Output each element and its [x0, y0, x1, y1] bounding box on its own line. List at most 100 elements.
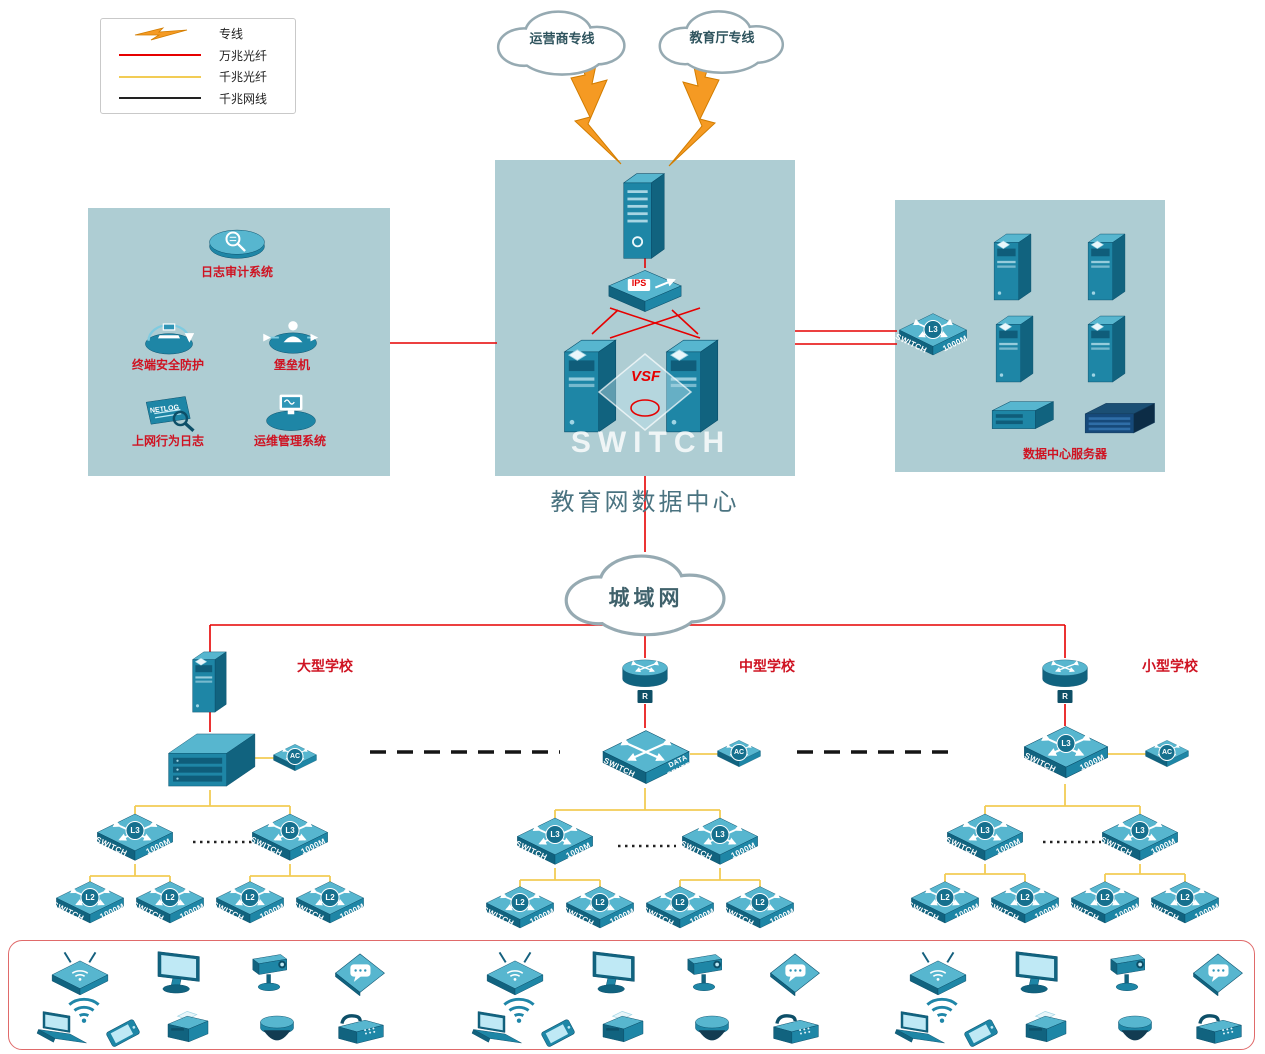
l3-badge: L3 [975, 821, 995, 841]
log-audit-label: 日志审计系统 [200, 265, 273, 279]
legend-label: 千兆网线 [219, 91, 268, 106]
small-school-core-switch: L3 SWITCH 1000M [1021, 722, 1111, 784]
server-panel-label: 数据中心服务器 [1022, 447, 1107, 461]
lightning-icon [101, 25, 219, 43]
l2-switch: L2 SWITCH 1000M [906, 878, 981, 928]
endpoint-devices-box [8, 940, 1255, 1050]
smartphone-icon [535, 1018, 583, 1052]
l2-switch: L2 SWITCH 1000M [641, 883, 716, 933]
l3-badge: L3 [923, 320, 943, 339]
isp-cloud: 运营商专线 [476, 2, 648, 82]
voice-chat-icon [332, 952, 388, 996]
l2-badge: L2 [590, 893, 610, 912]
wireless-ap-icon [48, 950, 112, 998]
large-school-core-chassis [161, 728, 261, 792]
fax-phone-icon [767, 1010, 825, 1052]
l3-switch: L3 SWITCH 1000M [514, 814, 595, 870]
l2-switch: L2 SWITCH 1000M [481, 883, 556, 933]
ops-mgmt-icon [260, 388, 322, 434]
red-line-icon [101, 54, 219, 57]
dome-camera-icon [1112, 1010, 1158, 1052]
black-line-icon [101, 97, 219, 100]
ac-badge: AC [1158, 743, 1176, 761]
legend-label: 万兆光纤 [219, 48, 268, 63]
l2-badge: L2 [1015, 888, 1035, 907]
small-school-label: 小型学校 [1142, 658, 1198, 674]
l3-switch: L3 SWITCH 1000M [249, 810, 330, 866]
l3-switch: L3 SWITCH 1000M [944, 810, 1025, 866]
laptop-icon [30, 1010, 92, 1052]
edu-cloud: 教育厅专线 [640, 2, 804, 80]
l2-switch: L2 SWITCH 1000M [986, 878, 1061, 928]
edu-cloud-label: 教育厅专线 [689, 30, 755, 45]
l3-switch: L3 SWITCH 1000M [679, 814, 760, 870]
large-school-ac: AC [272, 742, 318, 774]
log-audit-icon [206, 222, 268, 264]
netlog-label: 上网行为日志 [131, 434, 204, 448]
ptz-camera-icon [242, 948, 296, 998]
legend-row-dedicated: 专线 [101, 24, 295, 44]
medium-school-ac: AC [716, 738, 762, 770]
smartphone-icon [100, 1018, 148, 1052]
chassis-icon [161, 728, 261, 792]
desktop-monitor-icon [1006, 948, 1064, 1000]
legend: 专线 万兆光纤 千兆光纤 千兆网线 [100, 18, 296, 114]
yellow-line-icon [101, 75, 219, 78]
l2-badge: L2 [1095, 888, 1115, 907]
l2-switch: L2 SWITCH 1000M [131, 878, 206, 928]
ac-badge: AC [286, 747, 304, 765]
terminal-security-icon [138, 314, 200, 358]
ptz-camera-icon [677, 948, 731, 998]
l2-badge: L2 [240, 888, 260, 907]
ips-icon [602, 266, 688, 316]
datacenter-server [988, 230, 1034, 304]
terminal-security-label: 终端安全防护 [131, 358, 204, 372]
switch-watermark: SWITCH [570, 426, 732, 459]
netlog-system: NETLOG [138, 390, 200, 434]
l3-badge: L3 [125, 821, 145, 841]
l3-badge: L3 [1130, 821, 1150, 841]
rack-switch [1080, 398, 1158, 440]
vsf-label: VSF [631, 368, 661, 385]
isp-cloud-label: 运营商专线 [529, 31, 595, 46]
voice-chat-icon [1190, 952, 1246, 996]
wireless-ap-icon [483, 950, 547, 998]
legend-label: 专线 [219, 27, 244, 42]
server-icon [187, 648, 229, 716]
legend-label: 千兆光纤 [219, 70, 268, 85]
l2-switch: L2 SWITCH 1000M [1146, 878, 1221, 928]
l2-switch: L2 SWITCH 1000M [561, 883, 636, 933]
l3-badge: L3 [545, 825, 565, 845]
large-school-label: 大型学校 [297, 658, 353, 674]
l2-badge: L2 [935, 888, 955, 907]
ptz-camera-icon [1100, 948, 1154, 998]
l2-badge: L2 [510, 893, 530, 912]
smartphone-icon [958, 1018, 1006, 1052]
ips-label: IPS [631, 278, 647, 288]
l2-badge: L2 [1175, 888, 1195, 907]
desktop-monitor-icon [148, 948, 206, 1000]
bastion-label: 堡垒机 [273, 358, 310, 372]
l2-switch: L2 SWITCH 1000M [721, 883, 796, 933]
vsf-diamond-icon [597, 353, 693, 431]
l2-badge: L2 [160, 888, 180, 907]
l3-badge: L3 [710, 825, 730, 845]
l2-switch: L2 SWITCH 1000M [51, 878, 126, 928]
log-audit-system [206, 222, 268, 264]
printer-icon [160, 1006, 216, 1052]
datacenter-title: 教育网数据中心 [550, 490, 740, 516]
storage-device [985, 396, 1057, 436]
fax-phone-icon [1190, 1010, 1248, 1052]
dome-camera-icon [689, 1010, 735, 1052]
ops-mgmt-label: 运维管理系统 [253, 434, 326, 448]
l3-switch: L3 SWITCH 1000M [1099, 810, 1180, 866]
datacenter-server [1082, 312, 1128, 386]
l3-badge: L3 [280, 821, 300, 841]
voice-chat-icon [767, 952, 823, 996]
legend-row-fiber10g: 万兆光纤 [101, 45, 295, 65]
l3-switch: L3 SWITCH 1000M [94, 810, 175, 866]
man-cloud: 城域网 [533, 544, 759, 644]
l2-switch: L2 SWITCH 1000M [211, 878, 286, 928]
datacenter-server [1082, 230, 1128, 304]
